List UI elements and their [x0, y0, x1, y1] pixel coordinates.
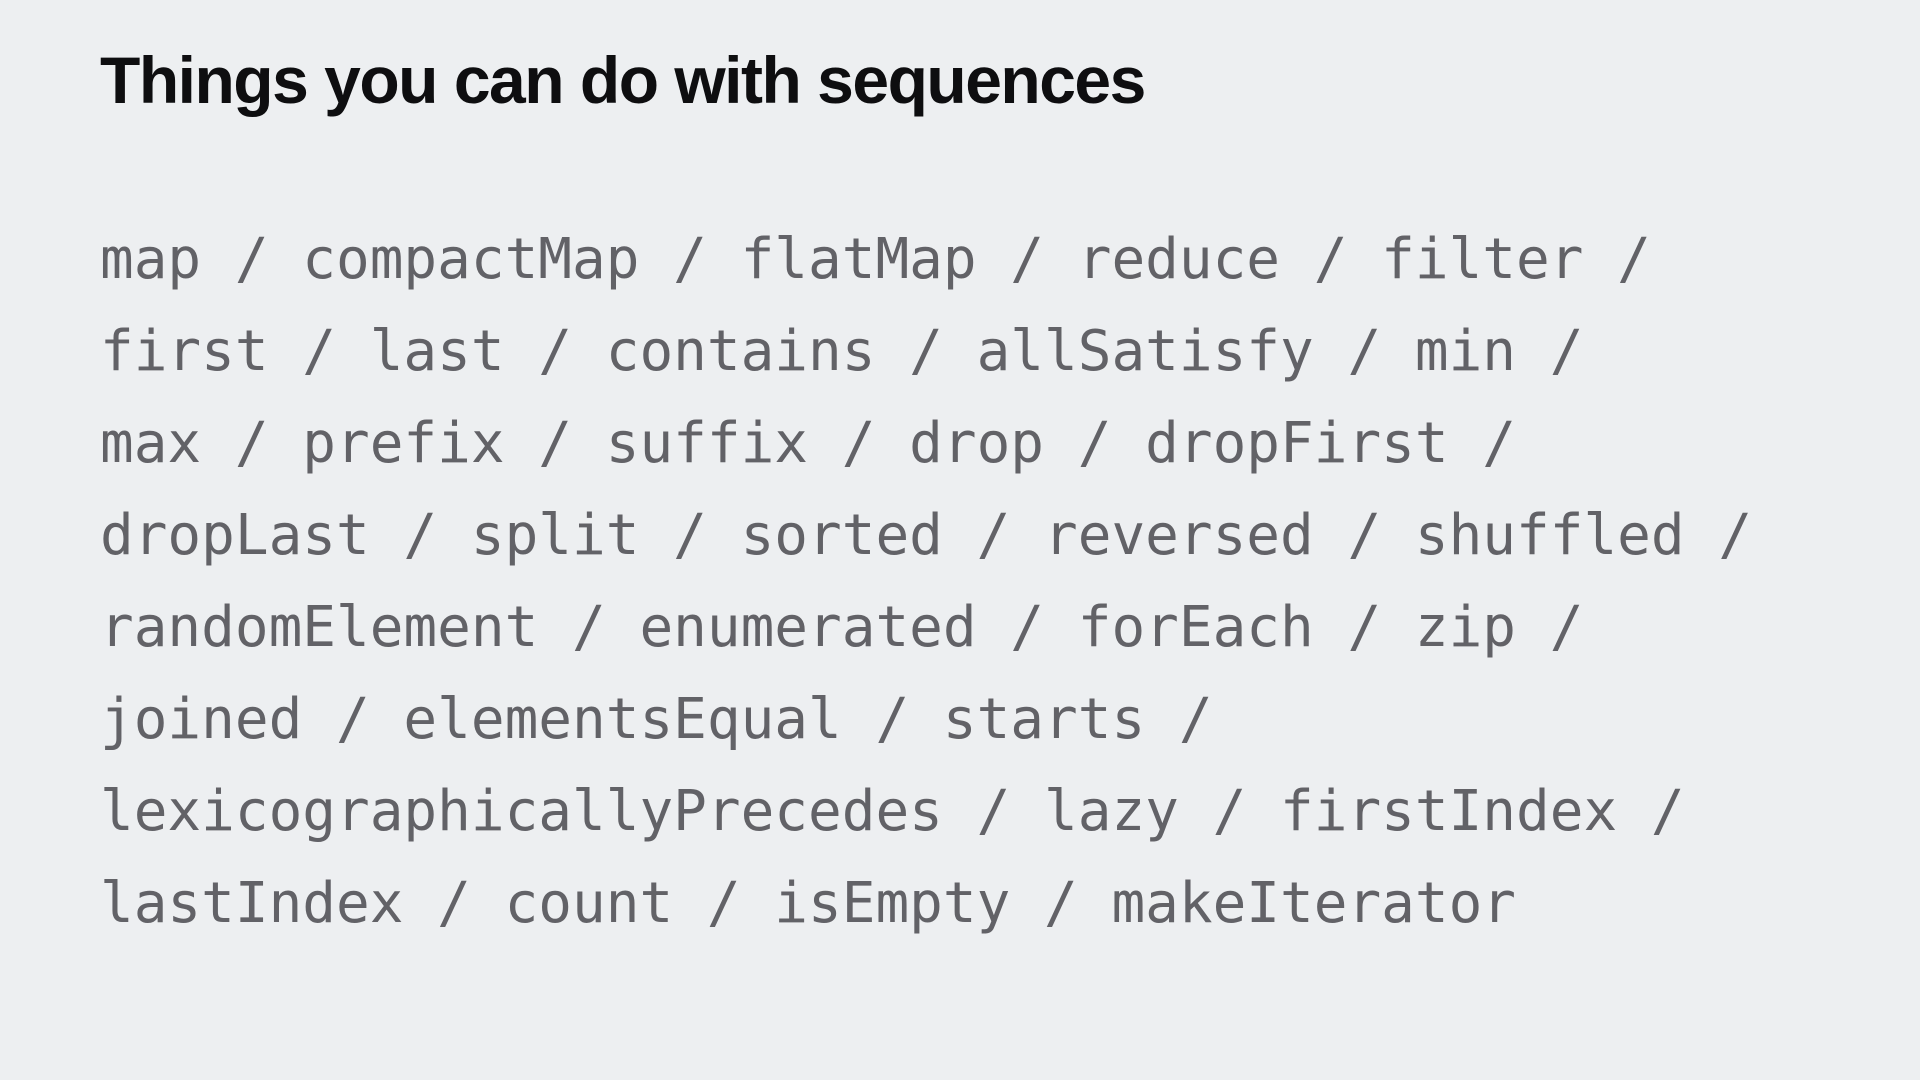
method-list-line: max / prefix / suffix / drop / dropFirst…	[100, 411, 1517, 476]
method-list-line: first / last / contains / allSatisfy / m…	[100, 319, 1584, 384]
method-list-line: lastIndex / count / isEmpty / makeIterat…	[100, 871, 1517, 936]
page-title: Things you can do with sequences	[100, 43, 1146, 117]
method-list-line: lexicographicallyPrecedes / lazy / first…	[100, 779, 1685, 844]
method-list-line: dropLast / split / sorted / reversed / s…	[100, 503, 1753, 568]
method-list-line: joined / elementsEqual / starts /	[100, 687, 1213, 752]
method-list-line: map / compactMap / flatMap / reduce / fi…	[100, 227, 1651, 292]
method-list-line: randomElement / enumerated / forEach / z…	[100, 595, 1584, 660]
method-list: map / compactMap / flatMap / reduce / fi…	[100, 214, 1752, 950]
